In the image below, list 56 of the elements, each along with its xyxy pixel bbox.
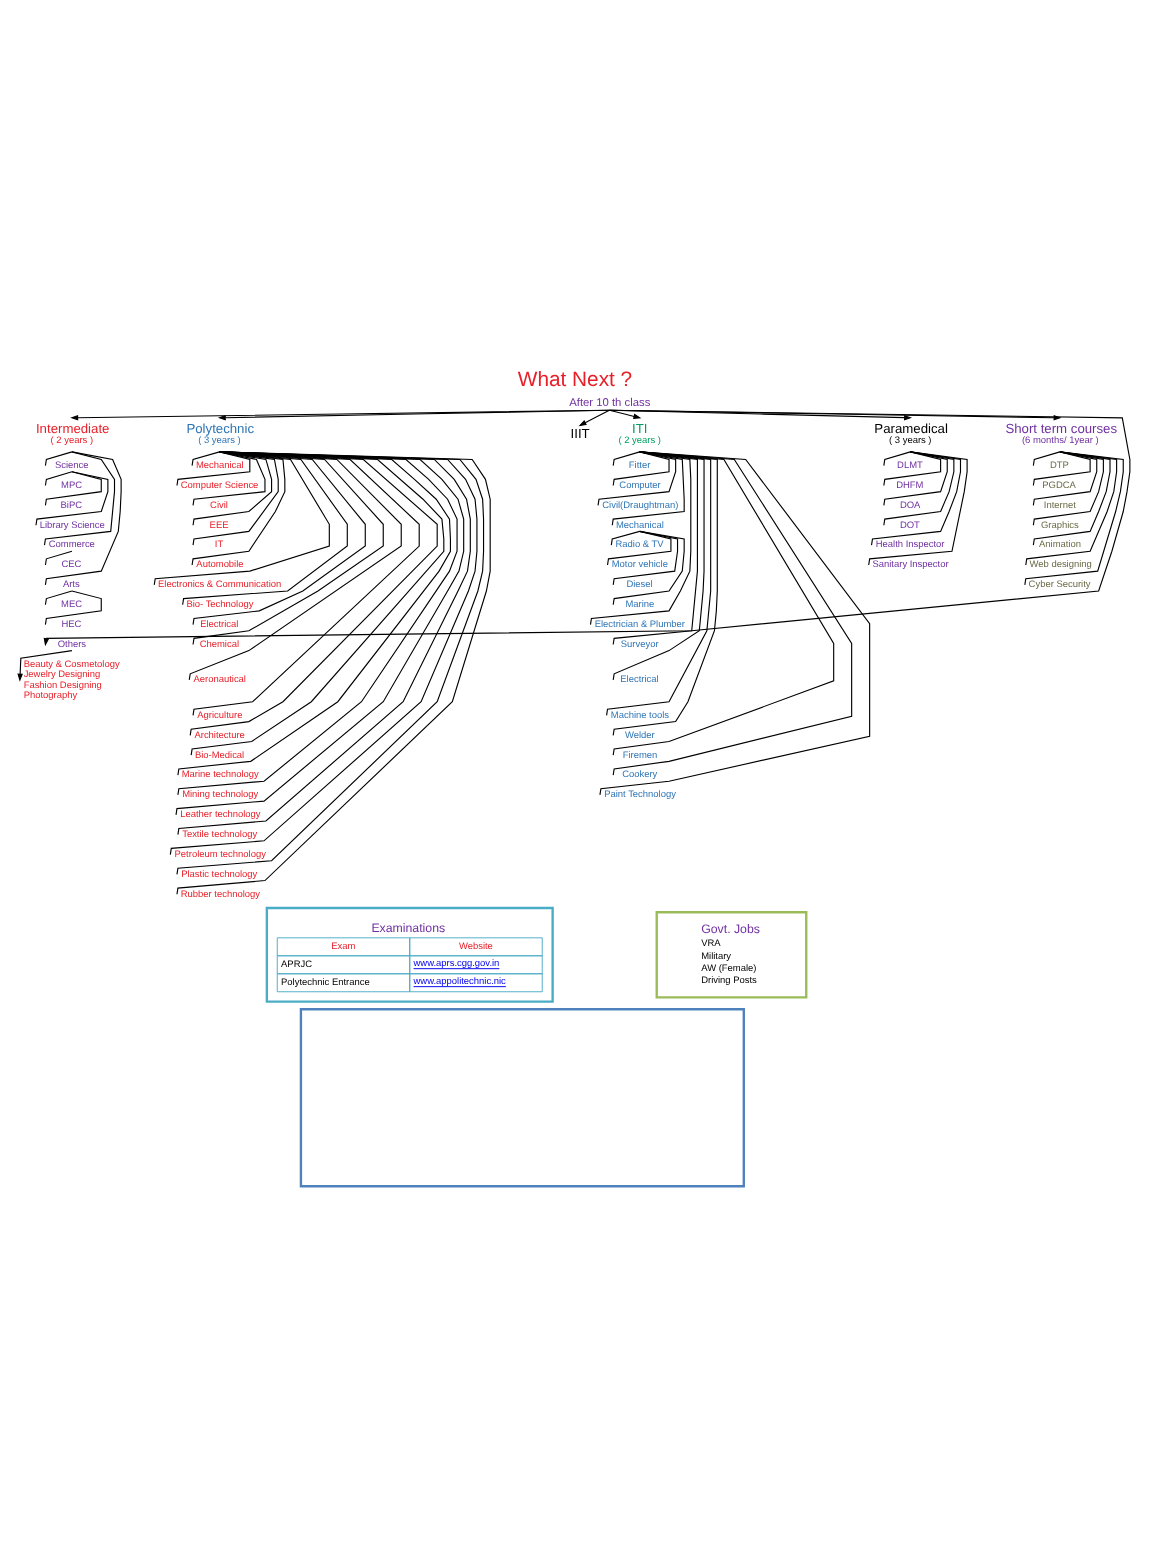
connector: [612, 451, 718, 736]
connector: [192, 451, 384, 646]
connector: [612, 451, 641, 467]
connector: [182, 451, 348, 606]
connector: [597, 451, 677, 506]
connector: [612, 530, 685, 606]
diagram-title: What Next ?: [517, 370, 633, 393]
connector: [44, 471, 73, 487]
connector: [44, 550, 73, 566]
arrow: [70, 409, 610, 421]
connector: [44, 590, 73, 606]
arrow: [43, 409, 1131, 647]
connector: [1024, 451, 1124, 586]
connector: [883, 451, 948, 506]
connector: [1032, 451, 1091, 487]
connector: [192, 451, 279, 546]
connector: [1032, 451, 1111, 546]
connector: [611, 451, 685, 526]
connector: [191, 451, 221, 467]
connector: [610, 530, 641, 546]
arrow: [217, 409, 610, 421]
connector: [612, 451, 670, 487]
connector: [44, 590, 102, 626]
connector: [176, 451, 251, 487]
connector: [191, 451, 286, 566]
connector: [192, 451, 273, 526]
connector: [606, 451, 712, 716]
connector: [1025, 451, 1118, 566]
connector: [612, 451, 705, 681]
connector: [1032, 451, 1061, 467]
connector: [188, 451, 402, 681]
arrow: [578, 409, 610, 427]
connector: [612, 530, 679, 586]
connector: [43, 451, 116, 546]
connector: [883, 451, 942, 487]
connector: [153, 451, 330, 586]
connector: [44, 451, 122, 586]
connector: [612, 451, 698, 646]
connector: [192, 451, 266, 506]
connector: [192, 451, 366, 626]
connector: [606, 530, 672, 566]
arrow: [608, 409, 642, 420]
connector: [870, 451, 962, 546]
connector: [35, 471, 109, 526]
connector: [1032, 451, 1104, 526]
connector: [883, 451, 911, 467]
connector: [599, 451, 871, 796]
arrow: [608, 409, 913, 421]
arrow: [17, 650, 73, 682]
connector: [883, 451, 955, 526]
connector: [589, 451, 692, 626]
connector: [868, 451, 968, 566]
connector: [44, 471, 102, 506]
connector: [1032, 451, 1098, 506]
connector: [44, 451, 73, 467]
node-box: [299, 1008, 745, 1188]
